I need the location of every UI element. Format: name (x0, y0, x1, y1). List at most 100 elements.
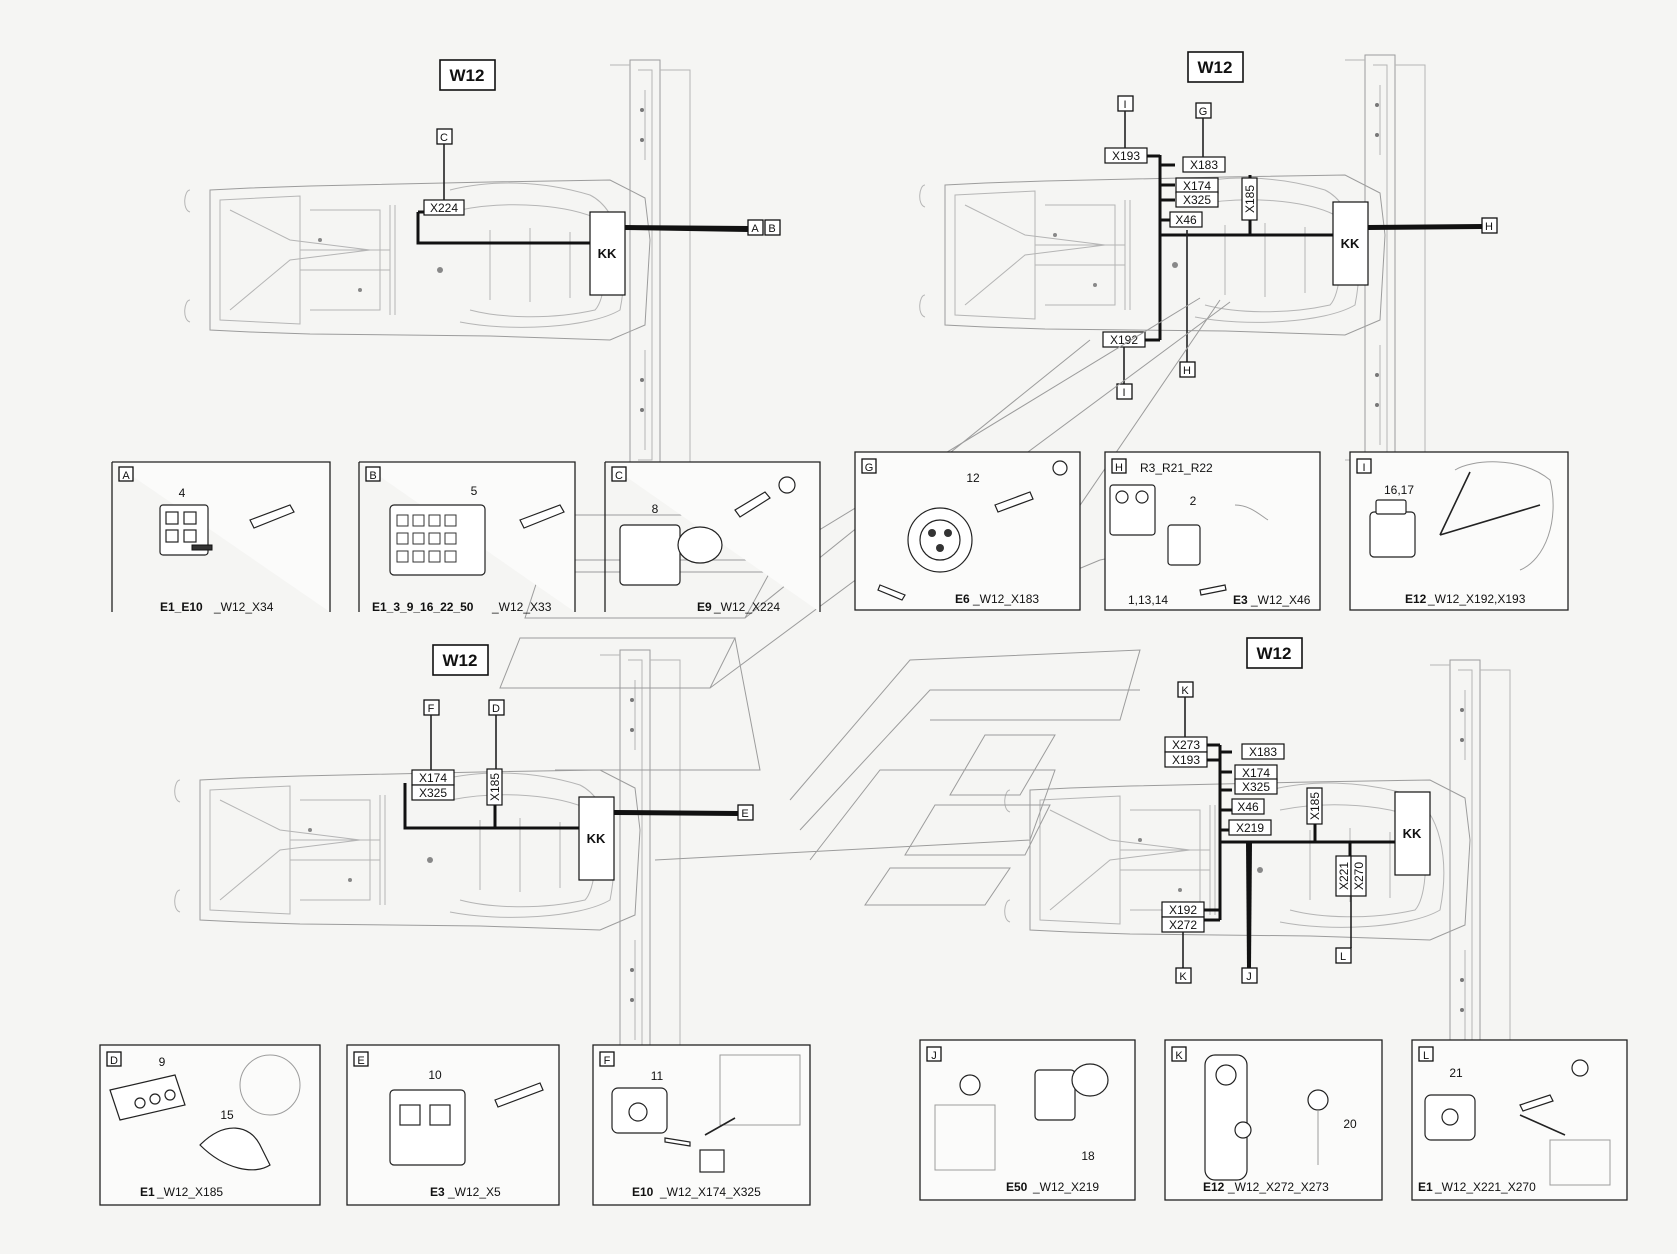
panel-J-caption: _W12_X219 (1032, 1180, 1099, 1194)
panel-H-part-number-2: 1,13,14 (1128, 593, 1168, 607)
diagram-2-connector-X325: X325 (1183, 193, 1211, 207)
diagram-4-connector-X183: X183 (1249, 745, 1277, 759)
panel-H-letter: H (1115, 462, 1123, 474)
panel-L-letter: L (1423, 1050, 1429, 1062)
panel-G-caption-code: E6 (955, 592, 970, 606)
detail-panel-F: F 11 E10 _W12_X174_X325 (592, 1044, 811, 1206)
panel-J-letter: J (931, 1050, 937, 1062)
panel-F-caption: _W12_X174_X325 (659, 1185, 761, 1199)
diagram-4-tag-L: L (1340, 951, 1346, 963)
panel-K-letter: K (1175, 1050, 1183, 1062)
detail-panel-K: K 20 E12 _W12_X272_X273 (1164, 1039, 1383, 1201)
diagram-3-kk: KK (587, 831, 606, 846)
diagram-2-tag-I-top: I (1123, 99, 1126, 111)
diagram-3-title: W12 (443, 651, 478, 670)
diagram-4-connector-X174: X174 (1242, 766, 1270, 780)
diagram-4-connector-X192: X192 (1169, 903, 1197, 917)
panel-C-part-number: 8 (652, 502, 659, 516)
panel-D-letter: D (110, 1055, 118, 1067)
diagram-2-tag-H-bottom: H (1183, 365, 1191, 377)
panel-G-letter: G (865, 462, 874, 474)
diagram-2-kk: KK (1341, 236, 1360, 251)
panel-E-caption: _W12_X5 (447, 1185, 501, 1199)
diagram-4-connector-X273: X273 (1172, 738, 1200, 752)
panel-E-part-number: 10 (428, 1068, 442, 1082)
diagram-3-tag-E: E (741, 808, 748, 820)
diagram-2-tag-I-bottom: I (1122, 387, 1125, 399)
diagram-3-tag-F: F (428, 703, 435, 715)
panel-G-caption: _W12_X183 (972, 592, 1039, 606)
detail-panel-I: I 16,17 E12 _W12_X192,X193 (1349, 451, 1569, 611)
diagram-1-tag-B: B (768, 223, 775, 235)
diagram-1-title: W12 (450, 66, 485, 85)
detail-panel-D: D 9 15 E1 _W12_X185 (99, 1044, 321, 1206)
diagram-4-connector-X46: X46 (1237, 800, 1259, 814)
detail-panel-A: A 4 E1_E10 _W12_X34 (111, 461, 331, 614)
diagram-4-tag-K-bottom: K (1179, 971, 1187, 983)
diagram-2-connector-X46: X46 (1175, 213, 1197, 227)
diagram-3-connector-X185: X185 (488, 773, 502, 801)
diagram-1: W12 KK X224 C A B (184, 59, 781, 471)
diagram-4-connector-X185: X185 (1308, 792, 1322, 820)
panel-F-letter: F (604, 1055, 611, 1067)
diagram-4-connector-X272: X272 (1169, 918, 1197, 932)
diagram-3-connector-X174: X174 (419, 771, 447, 785)
panel-L-caption: _W12_X221_X270 (1434, 1180, 1536, 1194)
panel-D-caption: _W12_X185 (156, 1185, 223, 1199)
panel-I-letter: I (1362, 462, 1365, 474)
diagram-4-connector-X221: X221 (1337, 862, 1351, 890)
panel-D-part-number: 9 (159, 1055, 166, 1069)
panel-G-part-number: 12 (966, 471, 980, 485)
diagram-4-connector-X193: X193 (1172, 753, 1200, 767)
diagram-4-kk: KK (1403, 826, 1422, 841)
panel-I-caption: _W12_X192,X193 (1427, 592, 1526, 606)
diagram-1-connector-X224: X224 (430, 201, 458, 215)
panel-H-caption: _W12_X46 (1250, 593, 1311, 607)
panel-L-part-number: 21 (1449, 1066, 1463, 1080)
diagram-2-title: W12 (1198, 58, 1233, 77)
diagram-4-connector-X325: X325 (1242, 780, 1270, 794)
detail-panel-G: G 12 E6 _W12_X183 (854, 451, 1081, 611)
diagram-2-connector-X185: X185 (1243, 185, 1257, 213)
diagram-2-connector-X193: X193 (1112, 149, 1140, 163)
panel-B-part-number: 5 (471, 484, 478, 498)
diagram-3: W12 KK X174 X325 X185 F D E (174, 644, 754, 1061)
detail-panel-E: E 10 E3 _W12_X5 (346, 1044, 560, 1206)
diagram-1-tag-C: C (440, 132, 448, 144)
diagram-2-connector-X174: X174 (1183, 179, 1211, 193)
panel-I-part-number: 16,17 (1384, 483, 1414, 497)
panel-B-caption: _W12_X33 (491, 600, 552, 614)
diagram-4-connector-X270: X270 (1352, 862, 1366, 890)
detail-panel-H: H R3_R21_R22 2 1,13,14 E3 _W12_X46 (1104, 451, 1321, 611)
panel-K-part-number: 20 (1343, 1117, 1357, 1131)
panel-A-letter: A (122, 470, 130, 482)
panel-H-variants: R3_R21_R22 (1140, 461, 1213, 475)
diagram-3-tag-D: D (492, 703, 500, 715)
diagram-2: W12 KK X193 X183 X174 X325 X46 X185 X192… (919, 51, 1498, 466)
panel-B-letter: B (369, 470, 376, 482)
panel-H-caption-code: E3 (1233, 593, 1248, 607)
panel-I-caption-code: E12 (1405, 592, 1427, 606)
panel-D-caption-code: E1 (140, 1185, 155, 1199)
diagram-1-tag-A: A (751, 223, 759, 235)
diagram-4-title: W12 (1257, 644, 1292, 663)
detail-panel-J: J 18 E50 _W12_X219 (919, 1039, 1136, 1201)
panel-L-caption-code: E1 (1418, 1180, 1433, 1194)
panel-C-letter: C (615, 470, 623, 482)
panel-C-caption: _W12_X224 (713, 600, 780, 614)
detail-panel-B: B 5 E1_3_9_16_22_50 _W12_X33 (358, 461, 576, 614)
panel-C-caption-code: E9 (697, 600, 712, 614)
panel-A-caption: _W12_X34 (213, 600, 274, 614)
panel-K-caption-code: E12 (1203, 1180, 1225, 1194)
panel-A-caption-code: E1_E10 (160, 600, 203, 614)
panel-H-part-number: 2 (1190, 494, 1197, 508)
panel-E-letter: E (357, 1055, 364, 1067)
diagram-1-kk: KK (598, 246, 617, 261)
panel-J-part-number: 18 (1081, 1149, 1095, 1163)
diagram-2-connector-X183: X183 (1190, 158, 1218, 172)
panel-K-caption: _W12_X272_X273 (1227, 1180, 1329, 1194)
diagram-2-connector-X192: X192 (1110, 333, 1138, 347)
diagram-4-tag-K-top: K (1181, 685, 1189, 697)
panel-E-caption-code: E3 (430, 1185, 445, 1199)
